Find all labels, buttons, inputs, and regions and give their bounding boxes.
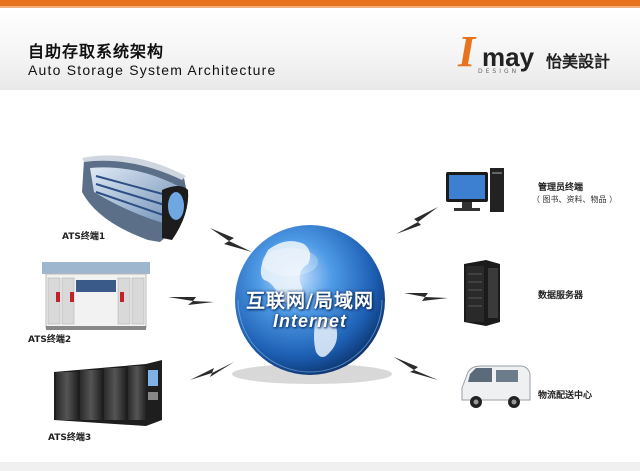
link-logistics xyxy=(394,357,438,380)
header-background xyxy=(0,8,640,90)
ats-terminal-1-label: ATS终端1 xyxy=(62,232,106,242)
data-server-image xyxy=(464,260,500,326)
link-server xyxy=(404,293,448,301)
top-accent-bar xyxy=(0,0,640,6)
logo-tagline: DESIGN xyxy=(478,68,520,75)
ats-terminal-1-image xyxy=(82,155,189,242)
data-server-label: 数据服务器 xyxy=(538,291,584,301)
admin-terminal-label: 管理员终端 xyxy=(538,183,584,193)
network-label-en: Internet xyxy=(272,311,347,331)
page-title: 自助存取系统架构 xyxy=(28,42,165,61)
top-accent-line xyxy=(0,6,640,8)
globe-continent-north xyxy=(260,241,311,303)
brand-logo: I may 怡美設計 DESIGN xyxy=(458,27,628,78)
globe-meridian xyxy=(237,299,383,373)
internet-globe xyxy=(232,225,392,384)
footer-bar xyxy=(0,462,640,471)
network-links xyxy=(168,207,448,380)
globe-highlight xyxy=(262,248,318,276)
logo-letter: I xyxy=(458,27,476,76)
logistics-van-image xyxy=(461,365,531,408)
admin-terminal-caption: （ 图书、资料、物品 ） xyxy=(532,195,618,204)
globe-continent-south xyxy=(314,317,338,357)
ats-terminal-3-image xyxy=(54,360,162,426)
logo-chinese: 怡美設計 xyxy=(546,52,611,71)
ats-terminal-2-label: ATS终端2 xyxy=(28,335,72,345)
link-terminal3 xyxy=(190,362,234,380)
logistics-center-label: 物流配送中心 xyxy=(538,391,593,401)
logo-word: may xyxy=(482,42,535,72)
ats-terminal-3-label: ATS终端3 xyxy=(48,433,92,443)
network-label-cn: 互联网/局域网 xyxy=(246,290,374,312)
page-subtitle: Auto Storage System Architecture xyxy=(28,62,277,78)
link-terminal1 xyxy=(210,228,252,252)
link-terminal2 xyxy=(168,297,214,305)
admin-terminal-image xyxy=(446,168,504,212)
link-admin xyxy=(396,207,438,234)
globe-label: 互联网/局域网 Internet xyxy=(230,286,390,332)
ats-terminal-2-image xyxy=(42,262,150,330)
